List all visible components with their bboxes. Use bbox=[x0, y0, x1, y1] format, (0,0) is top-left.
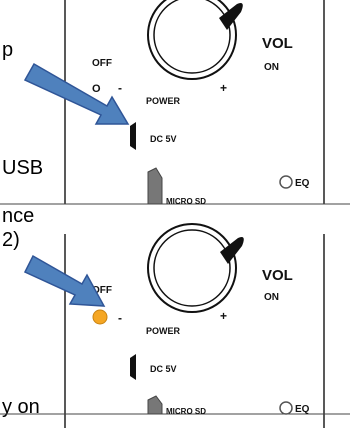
off-circle-mark: O bbox=[92, 83, 101, 95]
eq-button-2[interactable] bbox=[279, 401, 293, 415]
arrow-to-power-led bbox=[23, 254, 106, 307]
power-volume-knob-2[interactable] bbox=[153, 229, 231, 307]
side-text-p: p bbox=[2, 39, 13, 61]
on-label: ON bbox=[264, 62, 279, 73]
dc-port-2 bbox=[130, 354, 136, 380]
arrow-to-dc-port bbox=[23, 62, 130, 125]
side-text-usb: USB bbox=[2, 157, 43, 179]
off-label-2: OFF bbox=[92, 285, 112, 296]
vol-label-2: VOL bbox=[262, 267, 293, 284]
dc-port bbox=[130, 122, 136, 150]
top-panel: p USB nce OFF O - POWER + VOL ON DC 5V M… bbox=[0, 0, 350, 227]
power-volume-knob[interactable] bbox=[153, 0, 231, 74]
knob-pointer-2 bbox=[220, 237, 244, 264]
plus-label: + bbox=[220, 81, 227, 95]
eq-label: EQ bbox=[295, 178, 310, 189]
micro-sd-label: MICRO SD bbox=[166, 197, 206, 206]
knob-pointer bbox=[219, 3, 243, 30]
eq-button[interactable] bbox=[279, 175, 293, 189]
on-label-2: ON bbox=[264, 292, 279, 303]
dc-label-2: DC 5V bbox=[150, 364, 177, 374]
bottom-panel: 2) y on OFF - POWER + VOL ON DC 5V MICRO… bbox=[0, 223, 350, 428]
power-label: POWER bbox=[146, 96, 181, 106]
dc-label: DC 5V bbox=[150, 134, 177, 144]
plus-label-2: + bbox=[220, 309, 227, 323]
micro-sd-slot bbox=[147, 167, 163, 205]
side-text-y-on: y on bbox=[2, 396, 40, 418]
vol-label: VOL bbox=[262, 35, 293, 52]
power-label-2: POWER bbox=[146, 326, 181, 336]
micro-sd-label-2: MICRO SD bbox=[166, 407, 206, 416]
power-led bbox=[92, 309, 108, 325]
knob-outer-ring bbox=[147, 0, 237, 80]
minus-label: - bbox=[118, 81, 122, 95]
side-text-nce: nce bbox=[2, 205, 34, 227]
micro-sd-slot-2 bbox=[147, 395, 163, 415]
eq-label-2: EQ bbox=[295, 404, 310, 415]
side-text-2: 2) bbox=[2, 229, 20, 251]
off-label: OFF bbox=[92, 58, 112, 69]
knob-outer-ring-2 bbox=[147, 223, 237, 313]
minus-label-2: - bbox=[118, 311, 122, 325]
